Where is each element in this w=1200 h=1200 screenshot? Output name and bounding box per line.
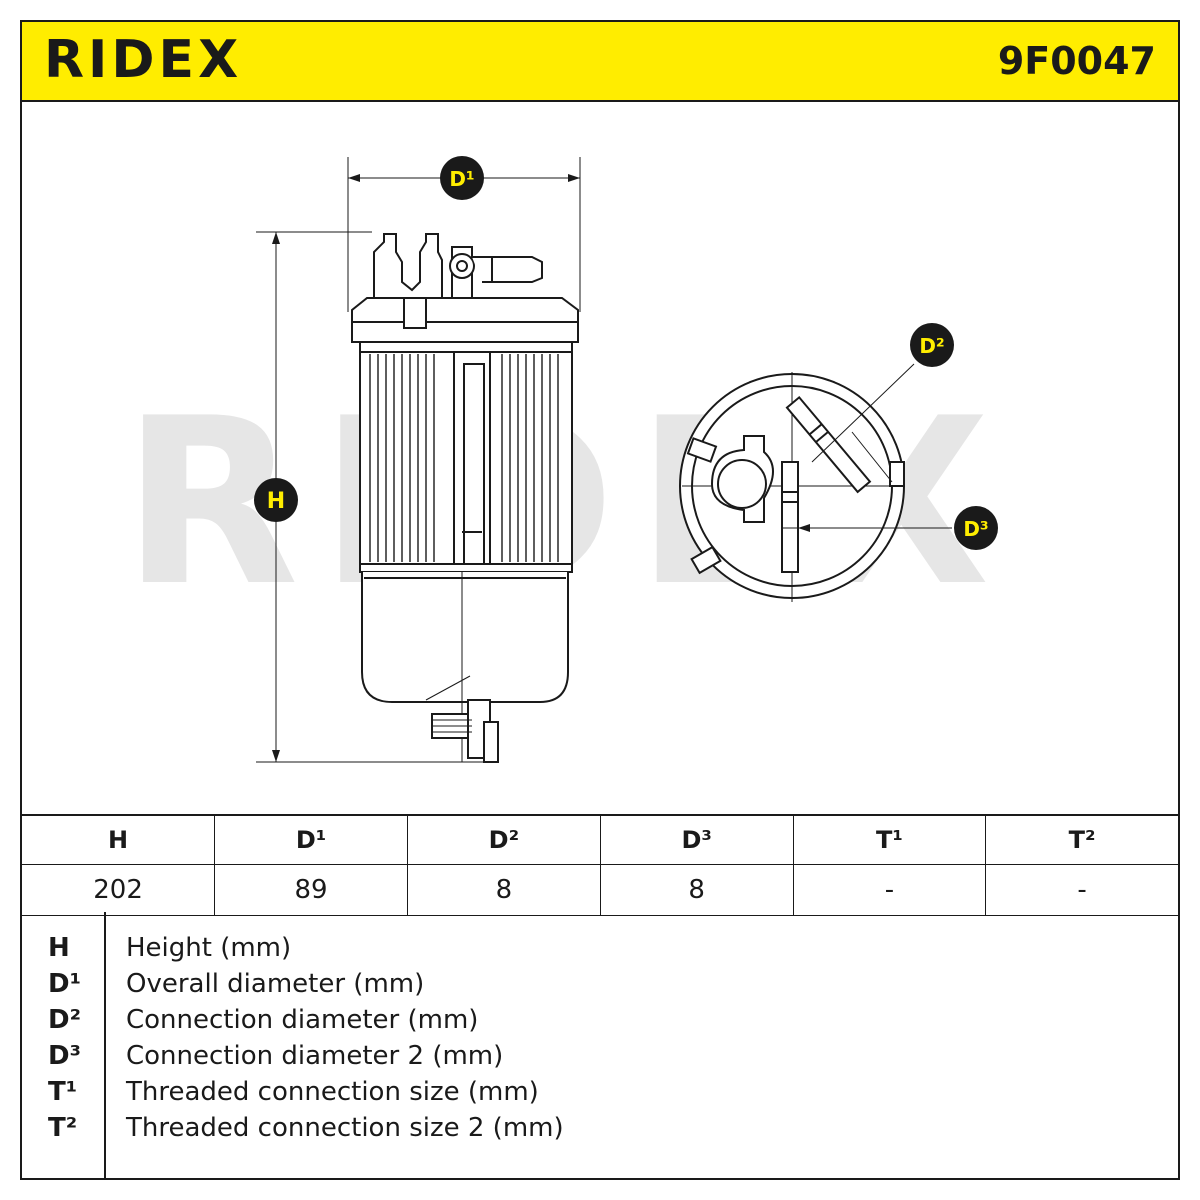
table-header-cell: D² <box>406 814 601 865</box>
spec-sheet: RIDEX 9F0047 RIDEX <box>20 20 1180 1180</box>
legend-item: T¹ Threaded connection size (mm) <box>22 1074 1178 1110</box>
legend-desc: Overall diameter (mm) <box>126 969 425 999</box>
brand-logo: RIDEX <box>44 30 314 92</box>
legend-item: D² Connection diameter (mm) <box>22 1002 1178 1038</box>
legend: H Height (mm) D¹ Overall diameter (mm) D… <box>22 912 1178 1178</box>
legend-item: T² Threaded connection size 2 (mm) <box>22 1110 1178 1146</box>
legend-desc: Connection diameter 2 (mm) <box>126 1041 504 1071</box>
table-cell: 8 <box>599 864 794 916</box>
table-cell: - <box>792 864 987 916</box>
legend-desc: Threaded connection size (mm) <box>126 1077 539 1107</box>
table-cell: 202 <box>22 864 216 916</box>
label-d3-text: D³ <box>963 517 988 541</box>
table-header-cell: T² <box>985 814 1178 865</box>
label-d1: D¹ <box>440 156 484 200</box>
legend-item: H Height (mm) <box>22 930 1178 966</box>
label-h-text: H <box>267 489 285 514</box>
label-d3: D³ <box>954 506 998 550</box>
table-header-cell: D¹ <box>214 814 408 865</box>
label-h: H <box>254 478 298 522</box>
legend-key: T¹ <box>48 1077 78 1107</box>
table-header-cell: H <box>22 814 216 865</box>
legend-desc: Threaded connection size 2 (mm) <box>126 1113 564 1143</box>
legend-key: D³ <box>48 1041 81 1071</box>
part-number: 9F0047 <box>997 39 1156 83</box>
legend-key: D² <box>48 1005 81 1035</box>
legend-divider <box>104 912 106 1178</box>
dimensions-table: H D¹ D² D³ T¹ T² 202 89 8 8 - - <box>22 814 1178 916</box>
legend-item: D¹ Overall diameter (mm) <box>22 966 1178 1002</box>
table-header-row: H D¹ D² D³ T¹ T² <box>22 814 1178 865</box>
filter-top-view <box>679 363 952 602</box>
table-cell: - <box>985 864 1178 916</box>
table-cell: 89 <box>214 864 408 916</box>
label-d2-text: D² <box>919 334 944 358</box>
drawing-svg: RIDEX <box>122 156 998 763</box>
technical-drawing: RIDEX <box>22 102 1178 814</box>
brand-name: RIDEX <box>44 30 243 90</box>
filter-side-view <box>256 157 581 763</box>
table-cell: 8 <box>406 864 601 916</box>
legend-desc: Height (mm) <box>126 933 292 963</box>
table-header-cell: D³ <box>599 814 794 865</box>
label-d1-text: D¹ <box>449 167 474 191</box>
legend-key: D¹ <box>48 969 81 999</box>
legend-item: D³ Connection diameter 2 (mm) <box>22 1038 1178 1074</box>
legend-key: H <box>48 933 70 963</box>
legend-key: T² <box>48 1113 78 1143</box>
legend-desc: Connection diameter (mm) <box>126 1005 479 1035</box>
table-row: 202 89 8 8 - - <box>22 864 1178 916</box>
label-d2: D² <box>910 323 954 367</box>
table-header-cell: T¹ <box>792 814 987 865</box>
header-bar: RIDEX 9F0047 <box>22 22 1178 102</box>
